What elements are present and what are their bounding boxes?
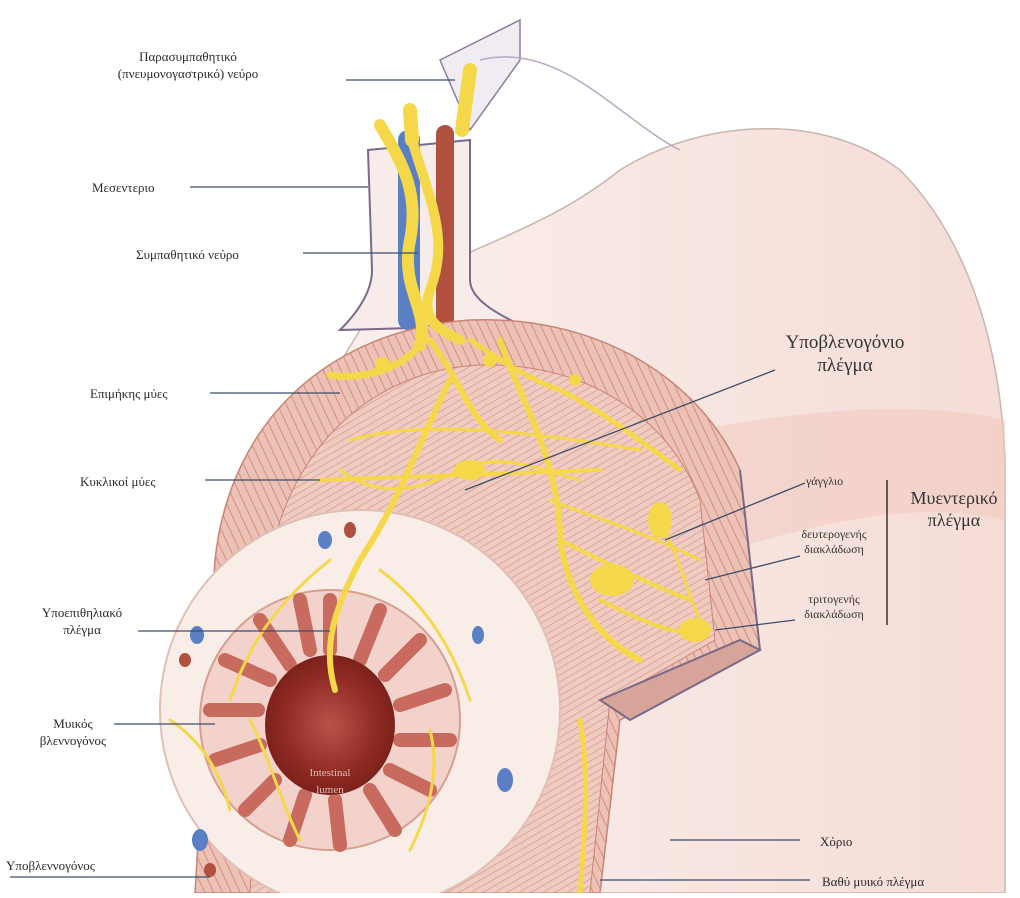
label-sympathetic-nerve: Συμπαθητικό νεύρο [136,246,239,263]
label-chorion: Χόριο [820,833,852,850]
label-circular-muscle: Κυκλικοί μύες [80,473,156,490]
label-deep-muscular-plexus: Βαθύ μυικό πλέγμα [822,873,924,890]
label-longitudinal-muscle: Επιμήκης μύες [90,385,168,402]
label-submucosa: Υποβλεννογόνος [6,857,95,874]
label-mesentery: Μεσεντεριο [92,179,155,196]
label-parasympathetic-nerve: Παρασυμπαθητικό(πνευμονογαστρικό) νεύρο [88,48,288,82]
mesentery-sheet [440,20,520,130]
label-ganglion: γάγγλιο [806,474,843,489]
